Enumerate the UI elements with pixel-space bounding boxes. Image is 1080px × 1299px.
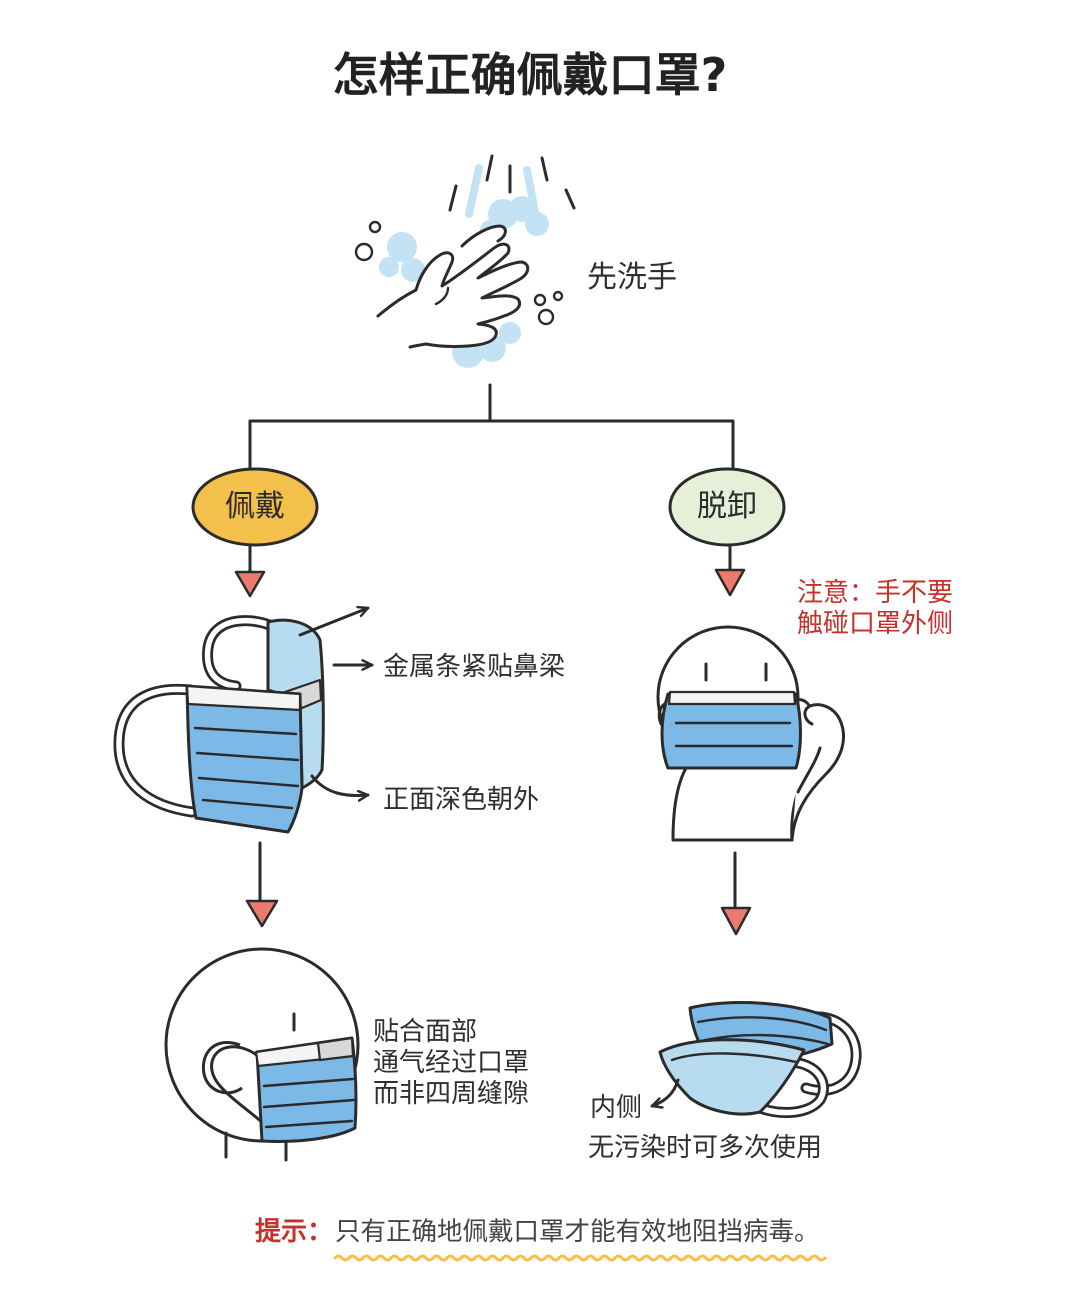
water-line [564, 188, 576, 210]
back-hand-finger [462, 226, 506, 252]
remove-warning-line: 触碰口罩外侧 [797, 609, 954, 639]
inner-crease [670, 1052, 798, 1064]
mask-side-panel [266, 618, 325, 790]
bubble-icon [537, 308, 555, 326]
fit-notes: 贴合面部 通气经过口罩 而非四周缝隙 [373, 1017, 529, 1110]
face-mask [660, 692, 802, 770]
page-title: 怎样正确佩戴口罩? [332, 48, 728, 102]
face-mask-pleats [674, 721, 794, 748]
foam [509, 196, 535, 222]
bubble-icon [354, 242, 374, 262]
folded-mask-pleats [696, 1016, 830, 1046]
remove-warning: 注意：手不要 触碰口罩外侧 [797, 578, 953, 640]
arm [792, 704, 844, 840]
foam [401, 258, 425, 282]
inner-callout-arrow [650, 1078, 680, 1109]
arm-outline [790, 703, 845, 842]
water-line [540, 156, 549, 182]
tip-wavy-underline [333, 1254, 827, 1262]
face-mask-top-band [667, 690, 797, 706]
ear-loop [210, 1045, 264, 1124]
foam [379, 257, 399, 277]
mask-illustration [113, 605, 374, 834]
folded-ear-loop [746, 1056, 829, 1119]
knuckle-line [434, 286, 450, 306]
remove-badge-label: 脱卸 [697, 489, 757, 524]
remove-badge [668, 467, 786, 547]
bubble-icon [533, 293, 547, 307]
body [671, 760, 800, 842]
arm-inner-line [796, 746, 822, 794]
folded-mask-inner [658, 1038, 806, 1116]
wear-badge [191, 467, 319, 547]
worn-mask-metal-strip [316, 1036, 355, 1062]
folded-mask-illustration [650, 1001, 862, 1119]
soap-bubble-icons [354, 220, 564, 326]
wash-hands-label: 先洗手 [587, 260, 677, 295]
fit-note-line: 而非四周缝隙 [373, 1079, 530, 1109]
hands-icon [376, 224, 530, 349]
mask-top-band [185, 684, 302, 712]
down-triangle-icon [234, 570, 266, 598]
down-triangle-icon [720, 906, 752, 936]
remove-warning-line: 注意：手不要 [797, 578, 954, 608]
fit-note-line: 通气经过口罩 [373, 1048, 530, 1078]
mask-pleats [193, 726, 300, 810]
metal-strip-note: 金属条紧贴鼻梁 [383, 652, 566, 682]
ear-loop-left [113, 683, 198, 818]
bubble-icon [552, 290, 564, 302]
water-stream [465, 164, 483, 218]
fit-note-line: 贴合面部 [373, 1017, 478, 1047]
foam [525, 212, 549, 236]
inner-side-label: 内侧 [590, 1093, 643, 1123]
reuse-note: 无污染时可多次使用 [588, 1133, 823, 1163]
face-wearing-mask-illustration [164, 947, 360, 1162]
wear-badge-label: 佩戴 [225, 489, 285, 524]
water-line [448, 184, 458, 212]
ear-loop-back [202, 615, 278, 692]
tip-text: 只有正确地佩戴口罩才能有效地阻挡病毒。 [335, 1217, 820, 1247]
callout-arrow-front [310, 774, 370, 802]
water-line [485, 154, 494, 182]
hand-washing-illustration [354, 154, 576, 368]
back-hand-finger-outline [460, 224, 507, 248]
flowchart-connectors [191, 383, 786, 936]
front-hand-outline [376, 242, 530, 349]
foam [499, 322, 521, 344]
mask-front-panel [185, 684, 304, 834]
person-removing-mask-illustration [656, 625, 845, 842]
worn-mask-pleats [262, 1077, 356, 1129]
down-triangle-icon [245, 899, 279, 928]
bubble-icon [368, 220, 382, 234]
callout-arrow [298, 605, 370, 637]
front-side-note: 正面深色朝外 [383, 785, 540, 815]
tip-label: 提示： [255, 1217, 334, 1247]
foam [387, 232, 417, 262]
down-triangle-icon [714, 568, 746, 597]
front-hand [378, 244, 528, 347]
